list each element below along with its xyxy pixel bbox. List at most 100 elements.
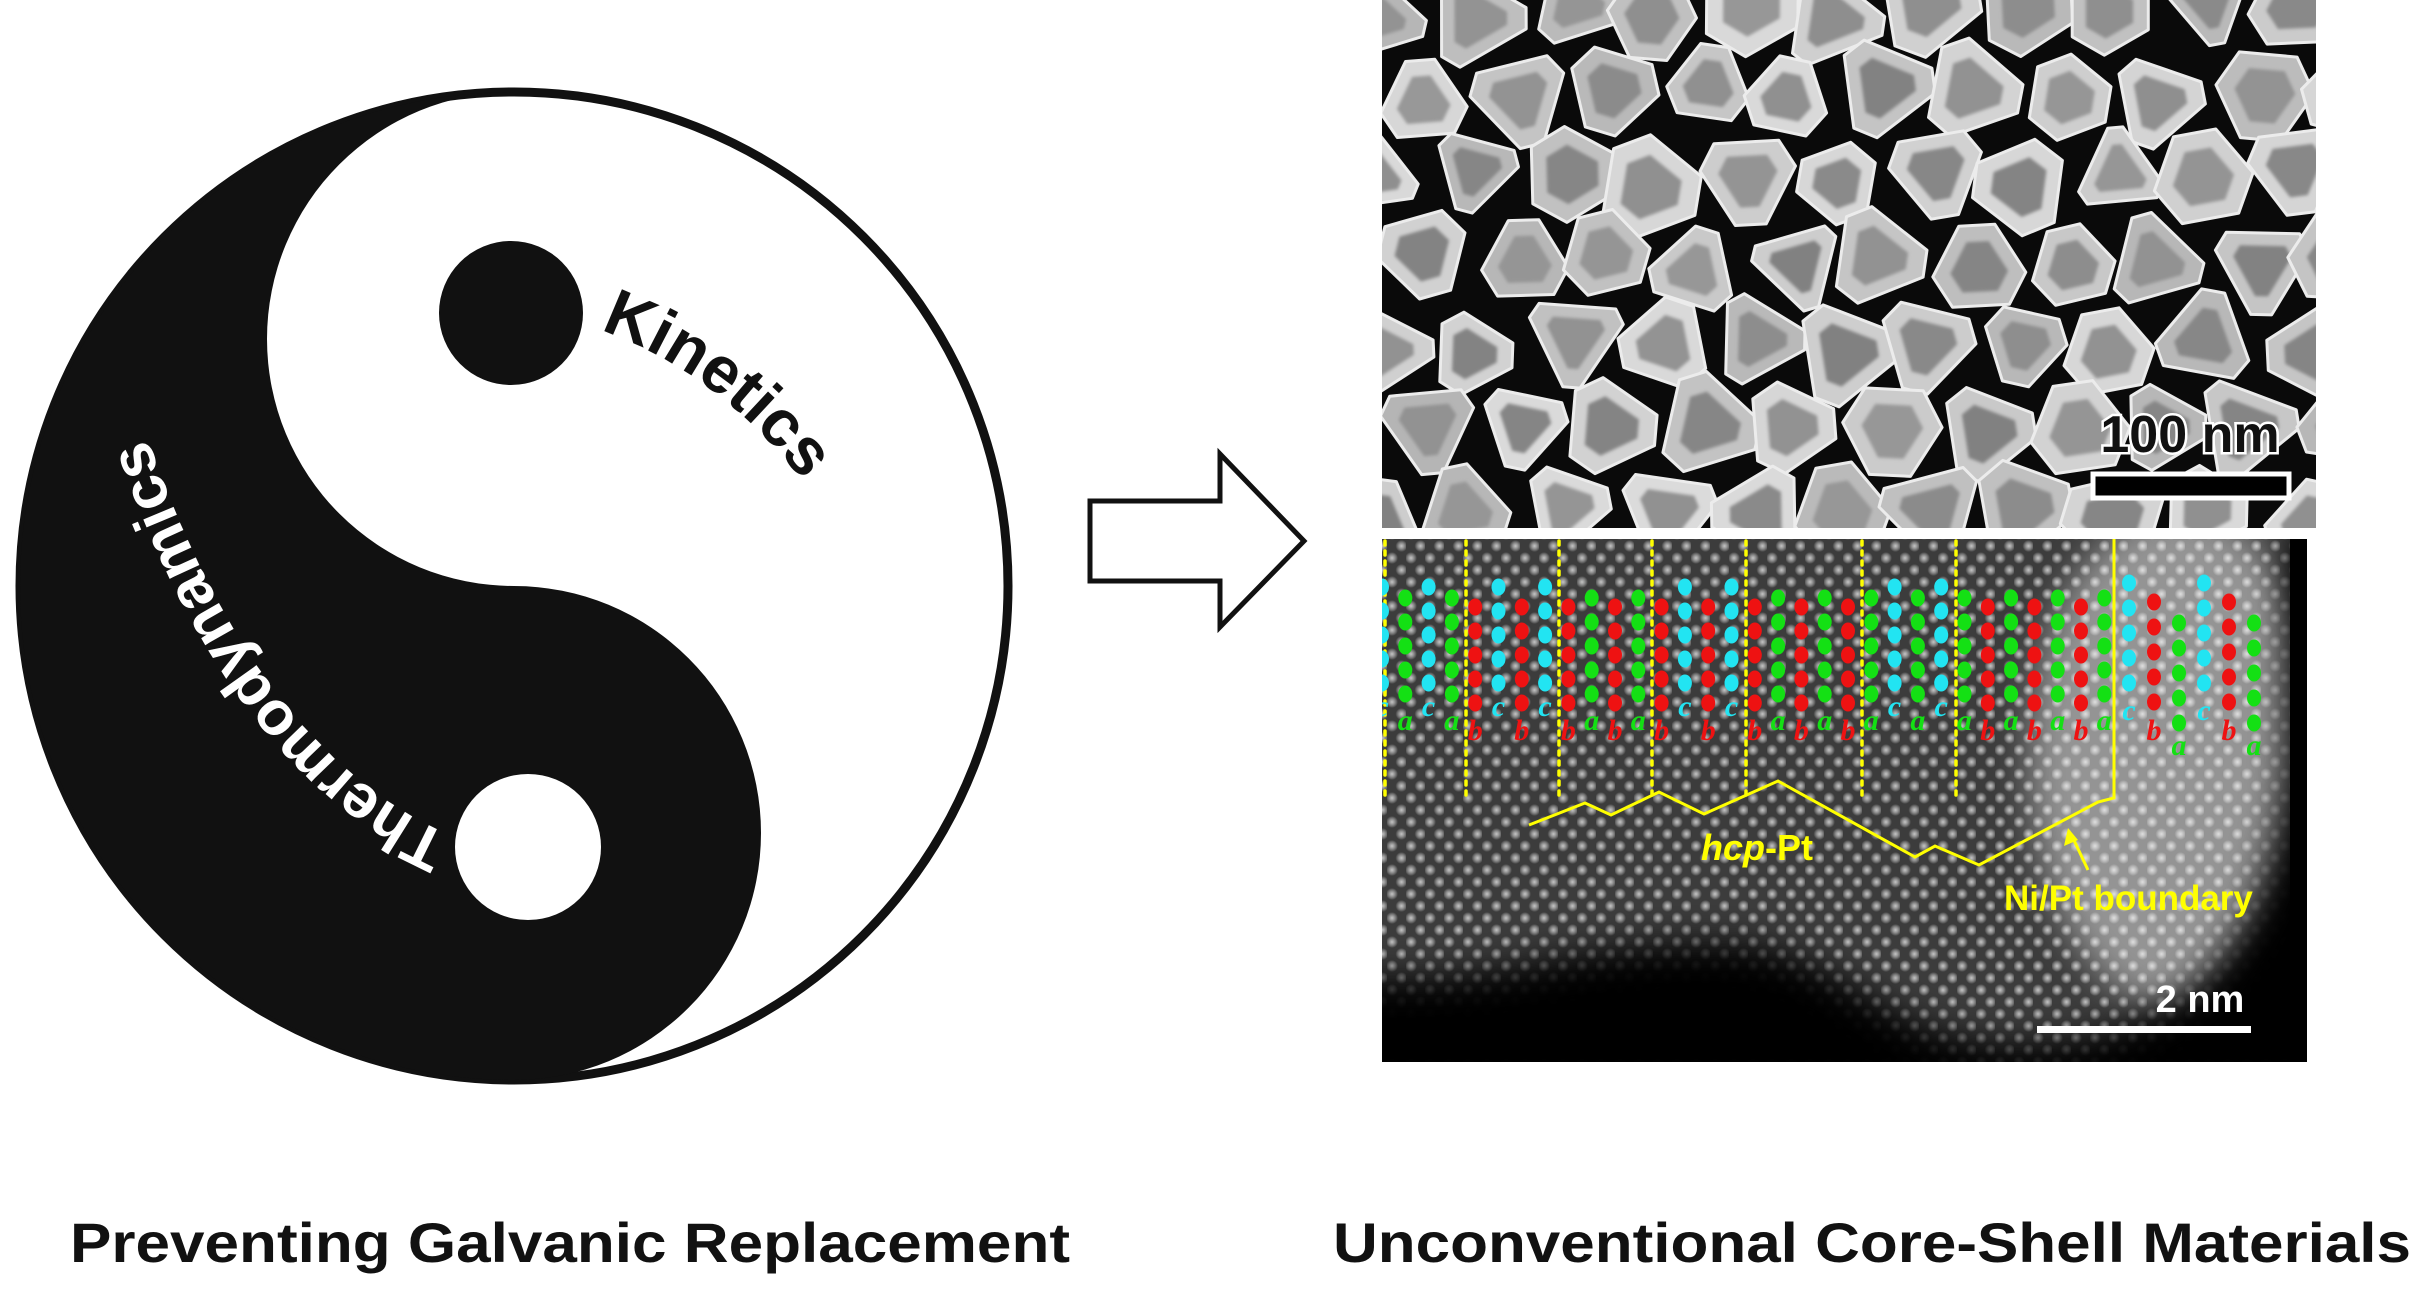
atom-dot-b [1841, 694, 1855, 712]
atom-dot-a [1398, 637, 1413, 655]
atom-dot-c [1724, 626, 1739, 644]
atom-dot-c [1724, 602, 1739, 620]
stacking-letter: b [2147, 714, 2162, 747]
atom-dot-a [1864, 661, 1879, 679]
atom-dot-a [1817, 685, 1832, 703]
atom-dot-b [1608, 622, 1622, 640]
atom-dot-c [2197, 624, 2211, 642]
atom-dot-b [1701, 646, 1716, 664]
atom-dot-b [1794, 694, 1809, 712]
atom-dot-c [1538, 602, 1553, 620]
stacking-letter: b [1654, 714, 1669, 747]
nanoparticle-core [2220, 398, 2279, 461]
stacking-letter: a [2050, 704, 2065, 737]
sem-scale-bar [2090, 471, 2292, 501]
atom-dot-b [1841, 670, 1855, 688]
nanoparticle-core [2306, 243, 2316, 276]
atom-dot-c [1934, 650, 1949, 668]
nanoparticle-core [1950, 241, 2009, 293]
atom-dot-b [2222, 618, 2236, 636]
atom-dot-c [2197, 649, 2211, 667]
atom-dot-b [2147, 593, 2161, 611]
nanoparticle [2295, 401, 2316, 456]
nanoparticle-core [2284, 324, 2316, 380]
atom-dot-b [2147, 618, 2161, 636]
nanoparticle-core [1682, 59, 1734, 108]
nanoparticle-core [1718, 154, 1778, 208]
atom-dot-a [1584, 613, 1599, 631]
atom-dot-a [2247, 689, 2261, 707]
nanoparticle-core [1452, 328, 1498, 380]
atom-dot-c [1677, 626, 1692, 644]
nanoparticle-core [1454, 0, 1508, 49]
atom-dot-b [1468, 694, 1483, 712]
stacking-letter: b [2074, 714, 2089, 747]
nanoparticle-core [2321, 63, 2381, 123]
atom-dot-c [1677, 578, 1692, 596]
left-caption: Preventing Galvanic Replacement [70, 1211, 1070, 1274]
atom-dot-c [1538, 650, 1553, 668]
atom-dot-b [2222, 593, 2236, 611]
stacking-letter: a [1398, 704, 1413, 737]
atom-dot-a [2050, 613, 2065, 631]
sem-scale-bar-label: 100 nm [2100, 406, 2279, 464]
atom-dot-b [1841, 598, 1855, 616]
atom-dot-b [2222, 668, 2236, 686]
atom-dot-b [1608, 670, 1622, 688]
nanoparticle-core [1760, 71, 1812, 122]
atom-dot-b [2222, 693, 2236, 711]
nanoparticle-core [2174, 307, 2232, 364]
atom-dot-c [1677, 650, 1692, 668]
nanoparticle-core [1944, 57, 2004, 119]
atom-dot-b [2147, 693, 2161, 711]
stacking-letter: b [1701, 714, 1716, 747]
nanoparticle-core [1899, 484, 1960, 528]
atom-dot-c [1382, 578, 1389, 596]
nanoparticle-core [1861, 403, 1924, 459]
atom-dot-a [1864, 637, 1879, 655]
atom-dot-b [1514, 646, 1529, 664]
atom-dot-b [2074, 646, 2088, 664]
atom-dot-a [2097, 685, 2112, 703]
atom-dot-a [2172, 689, 2186, 707]
atom-dot-a [2097, 637, 2112, 655]
stacking-letter: a [2247, 729, 2262, 762]
stacking-letter: b [1794, 714, 1809, 747]
atom-dot-a [2172, 614, 2186, 632]
atom-dot-b [1980, 670, 1995, 688]
atom-dot-c [2122, 624, 2136, 642]
atom-dot-c [1887, 626, 1902, 644]
stacking-letter: b [1468, 714, 1483, 747]
atom-dot-c [2122, 674, 2136, 692]
boundary-arrow-icon [2070, 835, 2090, 871]
atom-dot-b [1794, 622, 1809, 640]
atom-dot-b [1514, 694, 1529, 712]
nanoparticle-core [1729, 484, 1782, 528]
nanoparticle-core [1382, 155, 1402, 192]
nanoparticle-core [1995, 478, 2055, 528]
atom-dot-b [1561, 622, 1576, 640]
atom-dot-a [1771, 685, 1786, 703]
atom-dot-b [2074, 598, 2088, 616]
atom-dot-c [1887, 578, 1902, 596]
stacking-letter: c [1935, 690, 1948, 723]
atom-dot-a [1631, 685, 1646, 703]
nanoparticle-core [2000, 321, 2051, 371]
nanoparticle-core [1819, 323, 1879, 387]
atom-dot-a [1398, 589, 1413, 607]
atom-dot-c [2122, 599, 2136, 617]
nanoparticle-core [2080, 491, 2145, 528]
atom-dot-c [1724, 650, 1739, 668]
hrtem-scale-bar-label: 2 nm [2156, 979, 2245, 1021]
nanoparticle-core [1906, 146, 1965, 201]
atom-dot-a [2004, 661, 2019, 679]
atom-dot-b [1608, 694, 1622, 712]
atom-dot-c [1421, 602, 1436, 620]
stacking-letter: c [2122, 694, 2135, 727]
atom-dot-c [1491, 626, 1506, 644]
atom-dot-b [1980, 646, 1995, 664]
ni-pt-boundary-label: Ni/Pt boundary [2004, 879, 2253, 918]
yin-yang-diagram: Kinetics Thermodynamics [15, 87, 1013, 1085]
atom-dot-a [1957, 589, 1972, 607]
